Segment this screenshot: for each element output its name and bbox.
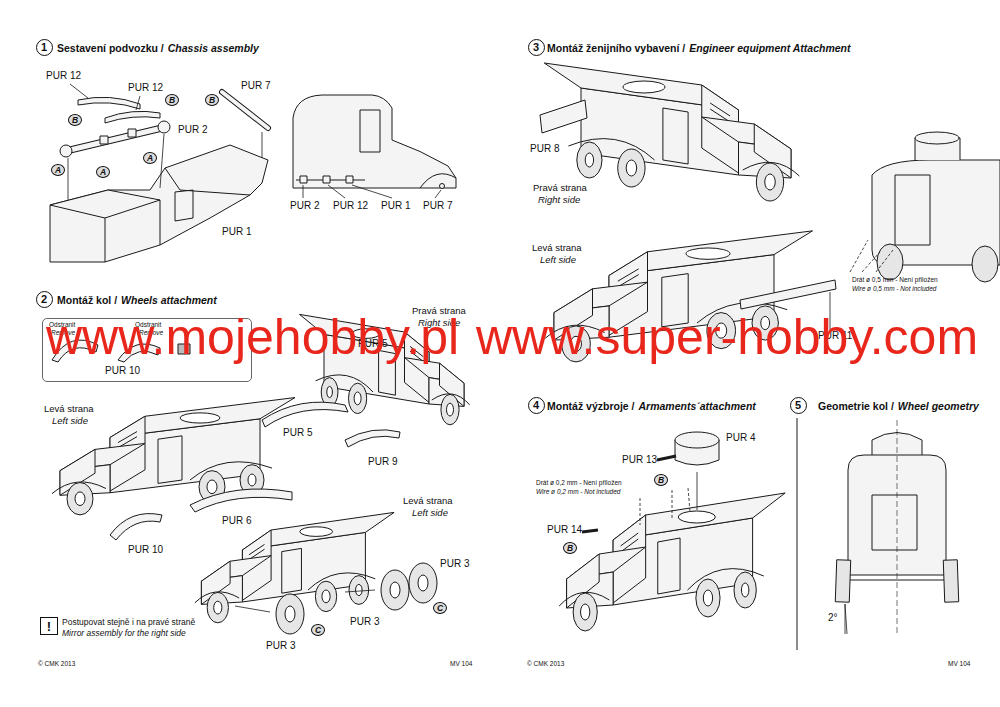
part-letter: C	[433, 602, 447, 614]
part-label: PUR 1	[381, 200, 410, 211]
part-label: PUR 2	[178, 124, 207, 135]
node-text: C	[437, 603, 443, 613]
part-letter: A	[51, 164, 65, 176]
part-label: PUR 14	[547, 524, 582, 535]
part-label: PUR 13	[622, 454, 657, 465]
part-label: PUR 6	[222, 515, 251, 526]
step-number: 4	[528, 397, 545, 414]
part-label: PUR 1	[222, 226, 251, 237]
node-text: 5	[795, 399, 801, 411]
side-label: Left side	[540, 254, 576, 265]
node-text: A	[55, 165, 61, 175]
part-label: 2°	[828, 612, 838, 623]
step-heading: Wheels attachment	[121, 294, 217, 306]
note-text: Drát ø 0,5 mm - Není přiložen	[852, 276, 938, 283]
side-label: Left side	[52, 415, 88, 426]
step-number: 3	[528, 39, 545, 56]
footer-text: MV 104	[450, 660, 472, 667]
node-text: C	[315, 625, 321, 635]
node-text: 2	[41, 293, 47, 305]
node-text: PUR 10	[105, 365, 140, 376]
part-label: PUR 4	[726, 432, 755, 443]
part-label: PUR 7	[423, 200, 452, 211]
part-label: PUR 3	[266, 640, 295, 651]
step-heading: Armaments´attachment	[639, 400, 756, 412]
part-letter: B	[563, 542, 577, 554]
step-heading: Chassis assembly	[168, 42, 259, 54]
part-label: PUR 12	[46, 70, 81, 81]
part-label: PUR 2	[290, 200, 319, 211]
part-label: PUR 5	[283, 427, 312, 438]
warning-box: !	[40, 617, 58, 635]
step-number: 5	[790, 397, 807, 414]
note-text: Wire ø 0,2 mm - Not included	[536, 488, 620, 495]
side-label: Left side	[412, 507, 448, 518]
node-text: A	[147, 153, 153, 163]
part-label: PUR 8	[530, 143, 559, 154]
part-letter: A	[143, 152, 157, 164]
part-label: PUR 12	[333, 200, 368, 211]
note-text: Mirror assembly for the right side	[62, 628, 186, 638]
node-text: 1	[41, 41, 47, 53]
side-label: Pravá strana	[533, 182, 587, 193]
watermark: www.mojehobby.pl	[46, 312, 459, 362]
footer-text: © CMK 2013	[38, 660, 75, 667]
note-text: Drát ø 0,2 mm - Není přiložen	[536, 479, 622, 486]
node-text: B	[209, 95, 215, 105]
part-label: PUR 9	[368, 456, 397, 467]
footer-text: © CMK 2013	[527, 660, 564, 667]
step-heading: Engineer equipment Attachment	[689, 42, 850, 54]
watermark: www.super-hobby.com	[476, 312, 978, 362]
node-text: 3	[533, 41, 539, 53]
note-text: Wire ø 0,5 mm - Not included	[852, 285, 936, 292]
node-text: B	[169, 95, 175, 105]
note-text: Postupovat stejně i na pravé straně	[62, 617, 195, 627]
part-letter: B	[68, 114, 82, 126]
side-label: Levá strana	[403, 495, 453, 506]
part-label: PUR 3	[440, 558, 469, 569]
part-letter: B	[205, 94, 219, 106]
node-text: B	[658, 475, 664, 485]
step-number: 2	[36, 291, 53, 308]
side-label: Levá strana	[532, 242, 582, 253]
part-letter: C	[311, 624, 325, 636]
side-label: Levá strana	[44, 403, 94, 414]
step-heading: Montáž kol /	[57, 294, 117, 306]
step-heading: Wheel geometry	[898, 400, 979, 412]
step-heading: Geometrie kol /	[818, 400, 894, 412]
step-heading: Montáž ženijního vybavení /	[547, 42, 685, 54]
step-heading: Montáž výzbroje /	[547, 400, 635, 412]
part-label: PUR 10	[128, 544, 163, 555]
step-heading: Sestavení podvozku /	[57, 42, 164, 54]
side-label: Right side	[538, 194, 580, 205]
footer-text: MV 104	[948, 660, 970, 667]
node-text: B	[72, 115, 78, 125]
node-text: A	[100, 167, 106, 177]
part-letter: B	[165, 94, 179, 106]
node-text: 4	[533, 399, 539, 411]
part-letter: A	[96, 166, 110, 178]
part-letter: B	[654, 474, 668, 486]
step-number: 1	[36, 39, 53, 56]
part-label: PUR 12	[128, 82, 163, 93]
part-label: PUR 3	[350, 616, 379, 627]
part-label: PUR 7	[241, 80, 270, 91]
node-text: !	[47, 619, 51, 634]
node-text: B	[567, 543, 573, 553]
